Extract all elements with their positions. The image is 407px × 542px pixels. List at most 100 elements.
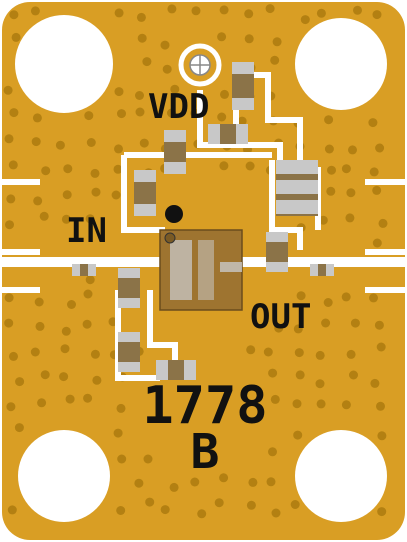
- via: [377, 507, 387, 517]
- via: [246, 345, 256, 355]
- via: [37, 398, 47, 408]
- via: [135, 91, 144, 100]
- via: [85, 214, 95, 224]
- via: [348, 145, 357, 155]
- mounting-hole-bottom-left: [18, 430, 110, 522]
- via: [372, 10, 382, 20]
- via: [167, 4, 177, 14]
- via: [143, 454, 153, 464]
- via: [91, 187, 101, 197]
- via: [83, 393, 93, 403]
- via: [9, 10, 19, 20]
- capacitor-c7: [118, 268, 140, 308]
- via: [55, 140, 65, 150]
- via: [300, 15, 310, 25]
- via: [270, 394, 280, 404]
- via: [114, 144, 123, 154]
- via: [4, 134, 14, 144]
- capacitor-c8: [118, 332, 140, 372]
- via: [219, 5, 229, 15]
- via: [219, 161, 229, 171]
- via: [368, 118, 378, 128]
- via: [372, 238, 382, 248]
- via: [8, 160, 18, 170]
- via: [135, 107, 145, 117]
- via: [293, 324, 303, 334]
- via: [346, 349, 356, 359]
- via: [295, 370, 305, 380]
- via: [169, 482, 179, 492]
- via: [142, 57, 152, 67]
- via: [11, 32, 21, 42]
- via: [136, 12, 146, 22]
- via: [341, 400, 351, 410]
- via: [294, 348, 304, 358]
- via: [191, 6, 201, 16]
- dc-block-output: [310, 264, 334, 276]
- via: [30, 6, 40, 16]
- capacitor-c9: [156, 360, 196, 380]
- orientation-dot: [165, 205, 183, 223]
- via: [30, 347, 40, 357]
- via: [217, 112, 227, 122]
- via: [263, 347, 273, 357]
- via: [324, 144, 334, 154]
- via: [111, 190, 121, 200]
- via: [113, 428, 123, 438]
- via: [375, 143, 385, 153]
- via: [346, 188, 356, 198]
- capacitor-c3: [164, 130, 186, 174]
- via: [290, 500, 300, 509]
- via: [369, 167, 379, 177]
- via: [268, 368, 278, 378]
- via: [33, 196, 43, 206]
- via: [160, 40, 170, 50]
- via: [137, 33, 147, 43]
- capacitor-c4: [276, 160, 318, 216]
- amplifier-chip: [159, 229, 243, 311]
- via: [116, 506, 126, 515]
- via: [3, 85, 13, 95]
- via: [63, 164, 73, 174]
- via: [345, 213, 355, 223]
- pin1-marker: [164, 232, 176, 244]
- via: [139, 138, 149, 148]
- via: [349, 370, 358, 380]
- via: [214, 498, 224, 508]
- label-part-number: 1778: [142, 376, 267, 436]
- via: [15, 377, 25, 387]
- mounting-hole-top-left: [15, 15, 113, 113]
- label-revision: B: [191, 424, 220, 480]
- via: [4, 293, 14, 303]
- smd-components: [72, 62, 334, 380]
- via: [116, 403, 126, 413]
- via: [376, 342, 386, 352]
- via: [61, 326, 71, 336]
- via: [9, 351, 18, 361]
- via: [268, 447, 277, 457]
- via: [60, 344, 70, 354]
- via: [167, 108, 176, 118]
- via: [271, 508, 281, 518]
- via-field: [3, 4, 388, 519]
- via: [245, 161, 255, 171]
- via: [7, 505, 17, 515]
- via: [84, 111, 94, 121]
- via: [6, 194, 16, 204]
- via: [246, 500, 256, 510]
- via: [315, 350, 325, 360]
- via: [190, 477, 200, 487]
- via: [35, 321, 45, 331]
- via: [274, 323, 284, 333]
- via: [265, 4, 275, 14]
- via: [374, 320, 384, 330]
- via: [41, 166, 51, 176]
- via: [321, 318, 331, 328]
- via: [170, 84, 180, 94]
- label-in: IN: [66, 211, 107, 251]
- capacitor-c5: [134, 170, 156, 216]
- via: [323, 298, 333, 307]
- via: [90, 168, 100, 178]
- via: [316, 399, 326, 409]
- via: [9, 108, 19, 118]
